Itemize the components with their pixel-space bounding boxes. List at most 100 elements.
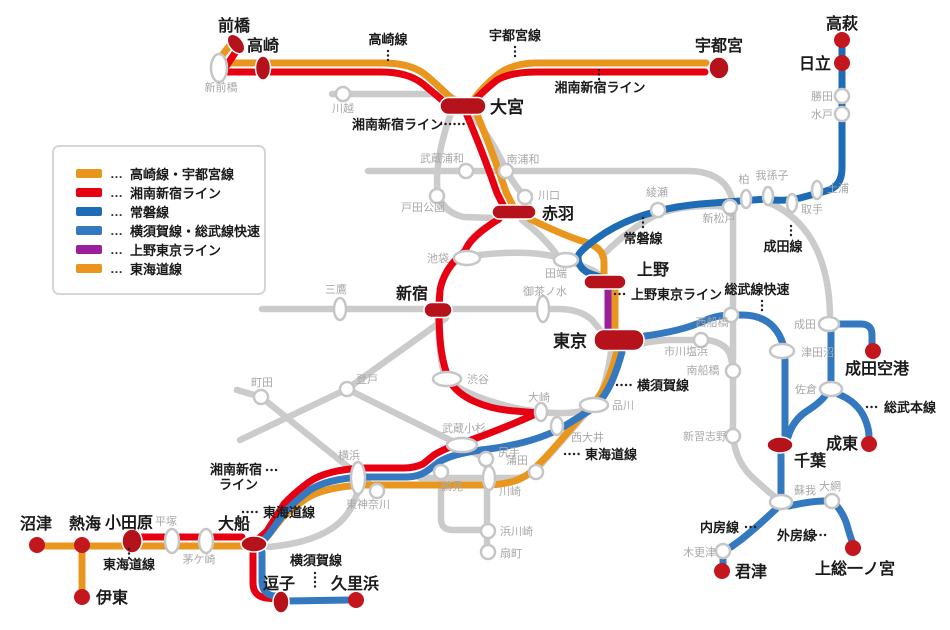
- rail-line-yokosuka-sobu-rapid-line: [833, 502, 856, 545]
- station-label: 千葉: [794, 451, 827, 470]
- station-marker: [209, 52, 229, 84]
- line-label: 総武線快速: [724, 282, 789, 297]
- station-label: 蒲田: [506, 453, 528, 467]
- line-label: 総武本線: [884, 400, 937, 415]
- station-label: 新前橋: [205, 80, 238, 94]
- station-marker: [535, 294, 551, 324]
- station-label: 高崎: [247, 36, 279, 55]
- station-label: 池袋: [427, 251, 449, 265]
- station-label: 赤羽: [542, 204, 574, 223]
- station-marker: [497, 162, 515, 180]
- station-label: 新松戸: [703, 211, 736, 225]
- legend-item: …常磐線: [76, 202, 264, 221]
- station-marker: [439, 96, 487, 116]
- station-marker: [252, 388, 270, 406]
- station-marker: [348, 592, 364, 608]
- station-marker: [865, 343, 881, 359]
- station-label: 成東: [826, 434, 858, 453]
- station-label: 川崎: [499, 484, 521, 498]
- station-label: 取手: [801, 202, 823, 216]
- legend-color-swatch: [76, 207, 102, 216]
- rail-line-takasaki-utsunomiya-tokaido-line: [215, 59, 456, 103]
- rail-line-other-jr-lines: [766, 199, 834, 318]
- station-marker: [714, 542, 732, 560]
- rail-line-yokosuka-sobu-rapid-line: [834, 390, 873, 440]
- station-marker: [445, 436, 479, 454]
- legend-item-label: 高崎線・宇都宮線: [130, 167, 235, 182]
- rail-line-shonan-shinjuku-line: [249, 548, 281, 603]
- station-label: 平塚: [155, 515, 177, 528]
- rail-line-other-jr-lines: [258, 305, 605, 335]
- station-marker: [724, 362, 742, 380]
- station-marker: [254, 55, 272, 81]
- station-label: 日立: [799, 54, 831, 73]
- station-marker: [121, 528, 143, 554]
- rail-line-other-jr-lines: [264, 490, 361, 551]
- rail-line-shonan-shinjuku-line: [462, 109, 508, 211]
- station-label: 小田原: [105, 514, 153, 532]
- station-marker: [368, 482, 386, 500]
- legend-item: …上野東京ライン: [76, 240, 264, 259]
- station-marker: [349, 460, 367, 496]
- station-marker: [29, 537, 45, 553]
- legend-item: …横須賀線・総武線快速: [76, 221, 264, 240]
- station-label: 西大井: [571, 430, 604, 444]
- station-label: 御茶ノ水: [523, 284, 567, 298]
- station-marker: [74, 537, 90, 553]
- station-label: 戸田公園: [401, 201, 445, 214]
- station-marker: [721, 198, 739, 216]
- station-label: 大網: [819, 479, 841, 493]
- legend-color-swatch: [76, 264, 102, 273]
- rail-line-other-jr-lines: [437, 473, 490, 534]
- station-marker: [834, 32, 850, 48]
- station-marker: [197, 527, 215, 555]
- legend-color-swatch: [76, 188, 102, 197]
- station-label: 上総一ノ宮: [815, 559, 895, 578]
- station-marker: [578, 396, 610, 414]
- legend-item: …東海道線: [76, 259, 264, 278]
- station-marker: [479, 543, 497, 561]
- station-label: 宇都宮: [695, 36, 743, 55]
- station-marker: [833, 87, 851, 105]
- station-label: 大船: [218, 514, 250, 533]
- rail-line-yokosuka-sobu-rapid-line: [283, 596, 354, 605]
- line-label: 横須賀線: [637, 378, 690, 393]
- station-marker: [163, 527, 181, 555]
- line-label: 横須賀線: [290, 553, 343, 568]
- station-marker: [491, 204, 537, 220]
- line-label: 高崎線: [368, 32, 408, 47]
- station-label: 木更津: [683, 546, 716, 559]
- line-label: 東海道線: [585, 447, 638, 462]
- station-label: 君津: [735, 563, 767, 581]
- line-label: 宇都宮線: [489, 28, 542, 43]
- line-label: 湘南新宿ライン: [352, 117, 443, 132]
- line-label: 外房線: [776, 528, 817, 543]
- station-marker: [332, 296, 348, 322]
- station-label: 沼津: [20, 514, 52, 533]
- legend-dots: …: [110, 185, 123, 200]
- rail-line-yokosuka-sobu-rapid-line: [784, 320, 876, 441]
- legend: …高崎線・宇都宮線…湘南新宿ライン…常磐線…横須賀線・総武線快速…上野東京ライン…: [52, 145, 266, 295]
- station-label: 津田沼: [801, 345, 834, 359]
- station-label: 伊東: [95, 588, 128, 607]
- station-label: 熱海: [69, 514, 101, 533]
- station-marker: [272, 590, 290, 614]
- station-label: 東神奈川: [346, 497, 390, 511]
- station-label: 三鷹: [325, 282, 347, 296]
- legend-item: …高崎線・宇都宮線: [76, 164, 264, 183]
- station-marker: [768, 493, 794, 511]
- station-marker: [481, 464, 497, 492]
- station-marker: [477, 450, 495, 468]
- station-label: 南浦和: [507, 153, 540, 166]
- rail-line-other-jr-lines: [433, 109, 499, 222]
- station-marker: [432, 463, 450, 481]
- station-label: 武蔵小杉: [442, 421, 486, 435]
- station-label: 田端: [545, 267, 567, 280]
- station-marker: [226, 33, 246, 55]
- station-marker: [817, 315, 841, 333]
- station-label: 西船橋: [696, 315, 729, 329]
- station-label: 浜川崎: [500, 524, 533, 538]
- station-marker: [74, 589, 90, 605]
- station-label: 登戸: [356, 372, 378, 386]
